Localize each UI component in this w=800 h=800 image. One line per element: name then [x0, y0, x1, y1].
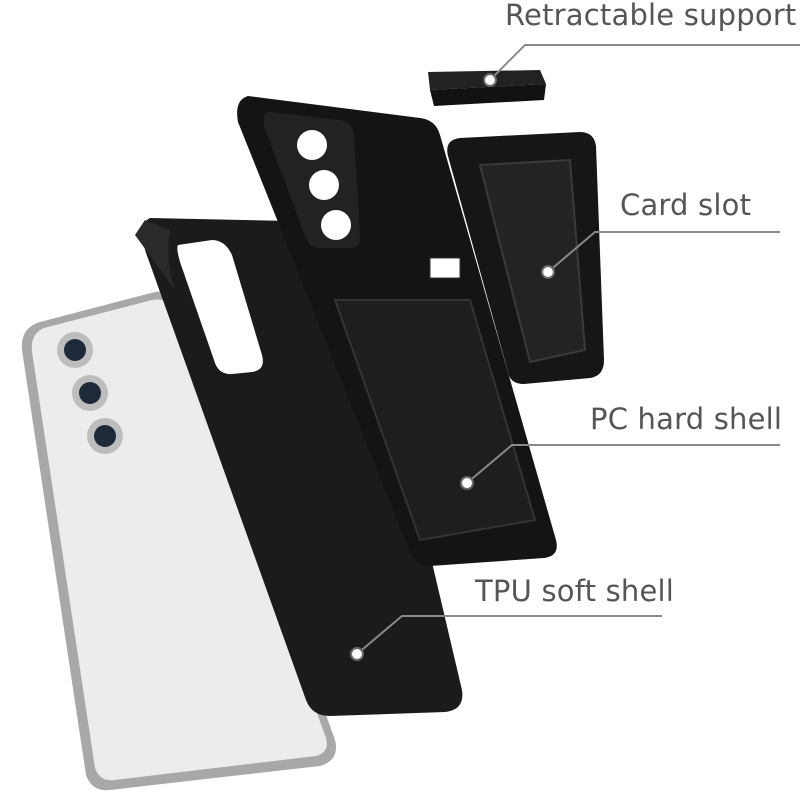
- leader-card-slot: [547, 231, 780, 273]
- label-pc-hard-shell: PC hard shell: [590, 402, 783, 436]
- card-slot-piece: [447, 132, 604, 384]
- label-tpu-soft-shell: TPU soft shell: [475, 574, 675, 608]
- leader-lines: [356, 44, 800, 655]
- pc-hard-shell: [237, 96, 557, 566]
- leader-pc-hard-shell: [466, 444, 780, 484]
- leader-tpu-soft-shell: [356, 615, 662, 655]
- label-retractable-support: Retractable support: [505, 0, 797, 32]
- leader-retractable-support: [489, 44, 800, 81]
- leader-dots: [350, 73, 555, 661]
- label-card-slot: Card slot: [620, 188, 752, 222]
- phone-camera-lenses: [57, 332, 123, 454]
- tpu-soft-shell: [135, 218, 463, 716]
- phone: [21, 291, 337, 791]
